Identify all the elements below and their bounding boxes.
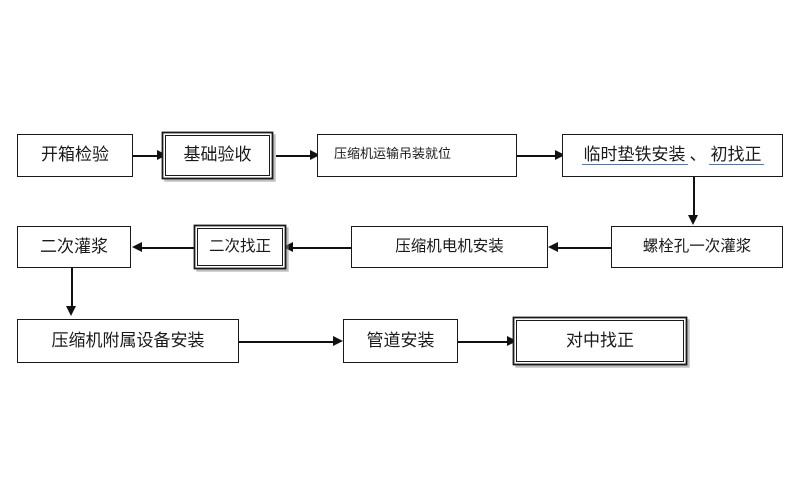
node-luoshuankong-yici-guanjiang[interactable]: 螺栓孔一次灌浆 bbox=[611, 226, 783, 268]
node-yasuoji-fushu-shebei-anzhuang[interactable]: 压缩机附属设备安装 bbox=[17, 319, 239, 363]
node-erci-guanjiang[interactable]: 二次灌浆 bbox=[17, 226, 131, 268]
node-label: 开箱检验 bbox=[41, 145, 109, 166]
node-kaixiang-jianyan[interactable]: 开箱检验 bbox=[17, 134, 133, 177]
node-label-segment-1: 临时垫铁安装 bbox=[581, 144, 688, 166]
node-erci-zhaozheng[interactable]: 二次找正 bbox=[197, 228, 283, 266]
connector-n10-n11 bbox=[458, 341, 510, 343]
node-label: 压缩机电机安装 bbox=[395, 237, 504, 256]
arrowhead-n3-n4 bbox=[555, 149, 565, 160]
arrowhead-n9-n10 bbox=[333, 335, 343, 346]
arrowhead-n10-n11 bbox=[507, 335, 517, 346]
arrowhead-n5-n6 bbox=[548, 241, 558, 252]
connector-n6-n7 bbox=[291, 247, 351, 249]
connector-n2-n3 bbox=[276, 155, 312, 157]
node-label: 管道安装 bbox=[366, 330, 435, 351]
node-label-segment-2: 初找正 bbox=[708, 144, 764, 166]
node-duizhong-zhaozheng[interactable]: 对中找正 bbox=[516, 320, 684, 362]
connector-n4-n5 bbox=[693, 177, 695, 219]
arrowhead-n8-n9 bbox=[65, 306, 76, 316]
node-label: 对中找正 bbox=[566, 330, 634, 351]
arrowhead-n4-n5 bbox=[687, 215, 698, 225]
arrowhead-n6-n7 bbox=[283, 241, 293, 252]
node-label-separator: 、 bbox=[689, 145, 707, 166]
node-yasuoji-dianji-anzhuang[interactable]: 压缩机电机安装 bbox=[351, 226, 548, 268]
connector-n1-n2 bbox=[133, 155, 158, 157]
node-label: 螺栓孔一次灌浆 bbox=[642, 237, 752, 256]
arrowhead-n2-n3 bbox=[310, 149, 320, 160]
connector-n7-n8 bbox=[140, 247, 197, 249]
node-label: 二次灌浆 bbox=[40, 236, 108, 257]
connector-n8-n9 bbox=[71, 268, 73, 310]
node-label: 基础验收 bbox=[183, 145, 252, 166]
node-label: 压缩机附属设备安装 bbox=[51, 330, 205, 351]
node-jichu-yanshou[interactable]: 基础验收 bbox=[165, 135, 270, 176]
arrowhead-n7-n8 bbox=[132, 241, 142, 252]
arrowhead-n1-n2 bbox=[157, 149, 167, 160]
node-label: 压缩机运输吊装就位 bbox=[334, 147, 452, 163]
node-yasuoji-yunshu-diaozhuang-jiuwei[interactable]: 压缩机运输吊装就位 bbox=[317, 134, 517, 177]
node-guandao-anzhuang[interactable]: 管道安装 bbox=[343, 319, 458, 363]
node-linshi-dietie-anzhuang-chuzhaozheng[interactable]: 临时垫铁安装、初找正 bbox=[562, 134, 783, 177]
node-label: 二次找正 bbox=[208, 237, 271, 256]
connector-n9-n10 bbox=[239, 341, 336, 343]
connector-n5-n6 bbox=[556, 247, 611, 249]
connector-n3-n4 bbox=[517, 155, 557, 157]
